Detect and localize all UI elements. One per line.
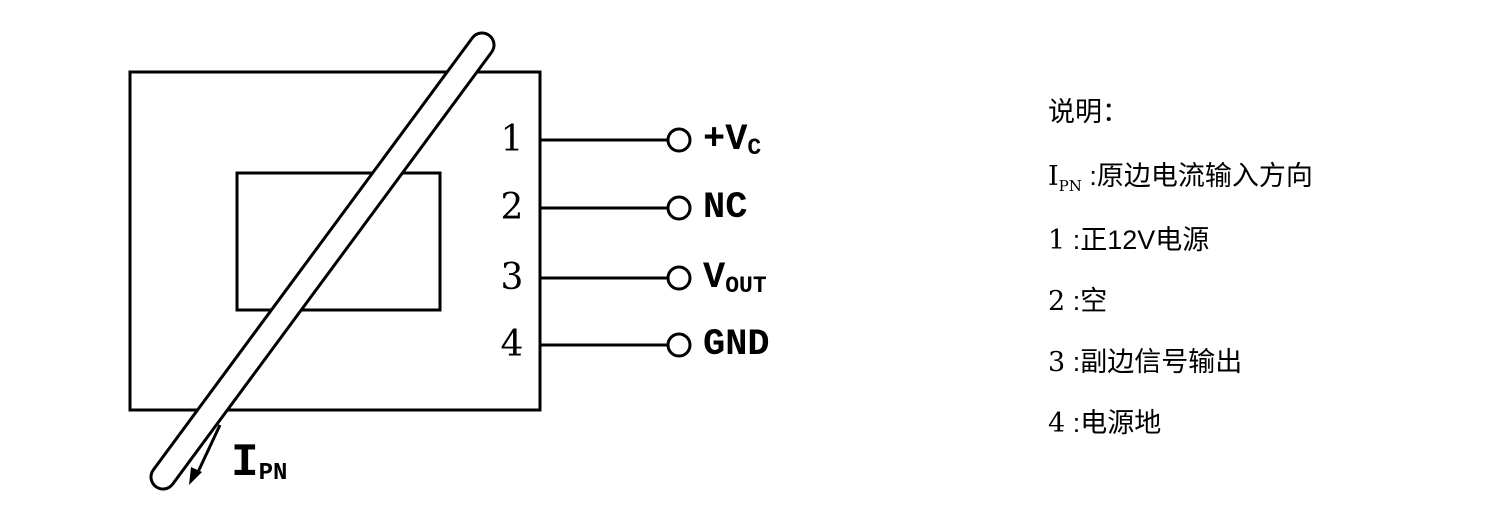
pin-label-nc-main: NC	[703, 187, 748, 229]
legend-item-1-label: 1	[1048, 225, 1066, 256]
legend-item-4-desc: :电源地	[1065, 408, 1162, 438]
current-arrow-head	[189, 467, 202, 485]
legend-item-4-label: 4	[1048, 408, 1066, 439]
legend-item-ipn-label: I	[1048, 161, 1059, 192]
pin-number-3: 3	[500, 257, 524, 298]
legend-item-4: 4 :电源地	[1048, 407, 1161, 449]
pin-label-gnd-main: GND	[703, 324, 770, 366]
current-label-sub: PN	[258, 460, 288, 487]
current-label-main: I	[231, 437, 259, 489]
legend-item-2-desc: :空	[1065, 286, 1108, 316]
legend-item-2-label: 2	[1048, 286, 1066, 317]
pin-number-2: 2	[500, 187, 524, 228]
pin-number-4: 4	[500, 324, 524, 365]
pin-terminal-2	[666, 195, 692, 221]
pin-label-nc: NC	[703, 190, 747, 235]
pin-terminal-4	[666, 332, 692, 358]
legend-item-1-desc: :正12V电源	[1065, 225, 1210, 255]
primary-conductor-fill	[152, 34, 493, 488]
pin-label-vout-sub: OUT	[725, 273, 767, 299]
pin-terminal-1	[666, 127, 692, 153]
legend-item-2: 2 :空	[1048, 285, 1107, 327]
legend-item-3: 3 :副边信号输出	[1048, 346, 1242, 388]
legend-item-ipn: IPN :原边电流输入方向	[1048, 160, 1313, 202]
legend-item-3-label: 3	[1048, 347, 1066, 378]
current-arrow-shaft	[196, 424, 222, 473]
legend-item-1: 1 :正12V电源	[1048, 224, 1209, 266]
pin-label-vout: VOUT	[703, 260, 767, 305]
legend-item-3-desc: :副边信号输出	[1065, 347, 1243, 377]
pin-label-vc: +VC	[703, 122, 761, 167]
current-label-ipn: IPN	[231, 440, 287, 497]
legend-item-ipn-desc: :原边电流输入方向	[1081, 161, 1313, 191]
pin-label-vout-main: V	[703, 257, 726, 299]
pin-label-gnd: GND	[703, 327, 770, 372]
legend-item-ipn-sub: PN	[1058, 177, 1082, 195]
pin-label-vc-main: +V	[703, 119, 748, 161]
pin-number-1: 1	[500, 119, 524, 160]
pin-terminal-3	[666, 265, 692, 291]
pin-label-vc-sub: C	[747, 135, 762, 161]
legend-title: 说明：	[1048, 97, 1129, 127]
